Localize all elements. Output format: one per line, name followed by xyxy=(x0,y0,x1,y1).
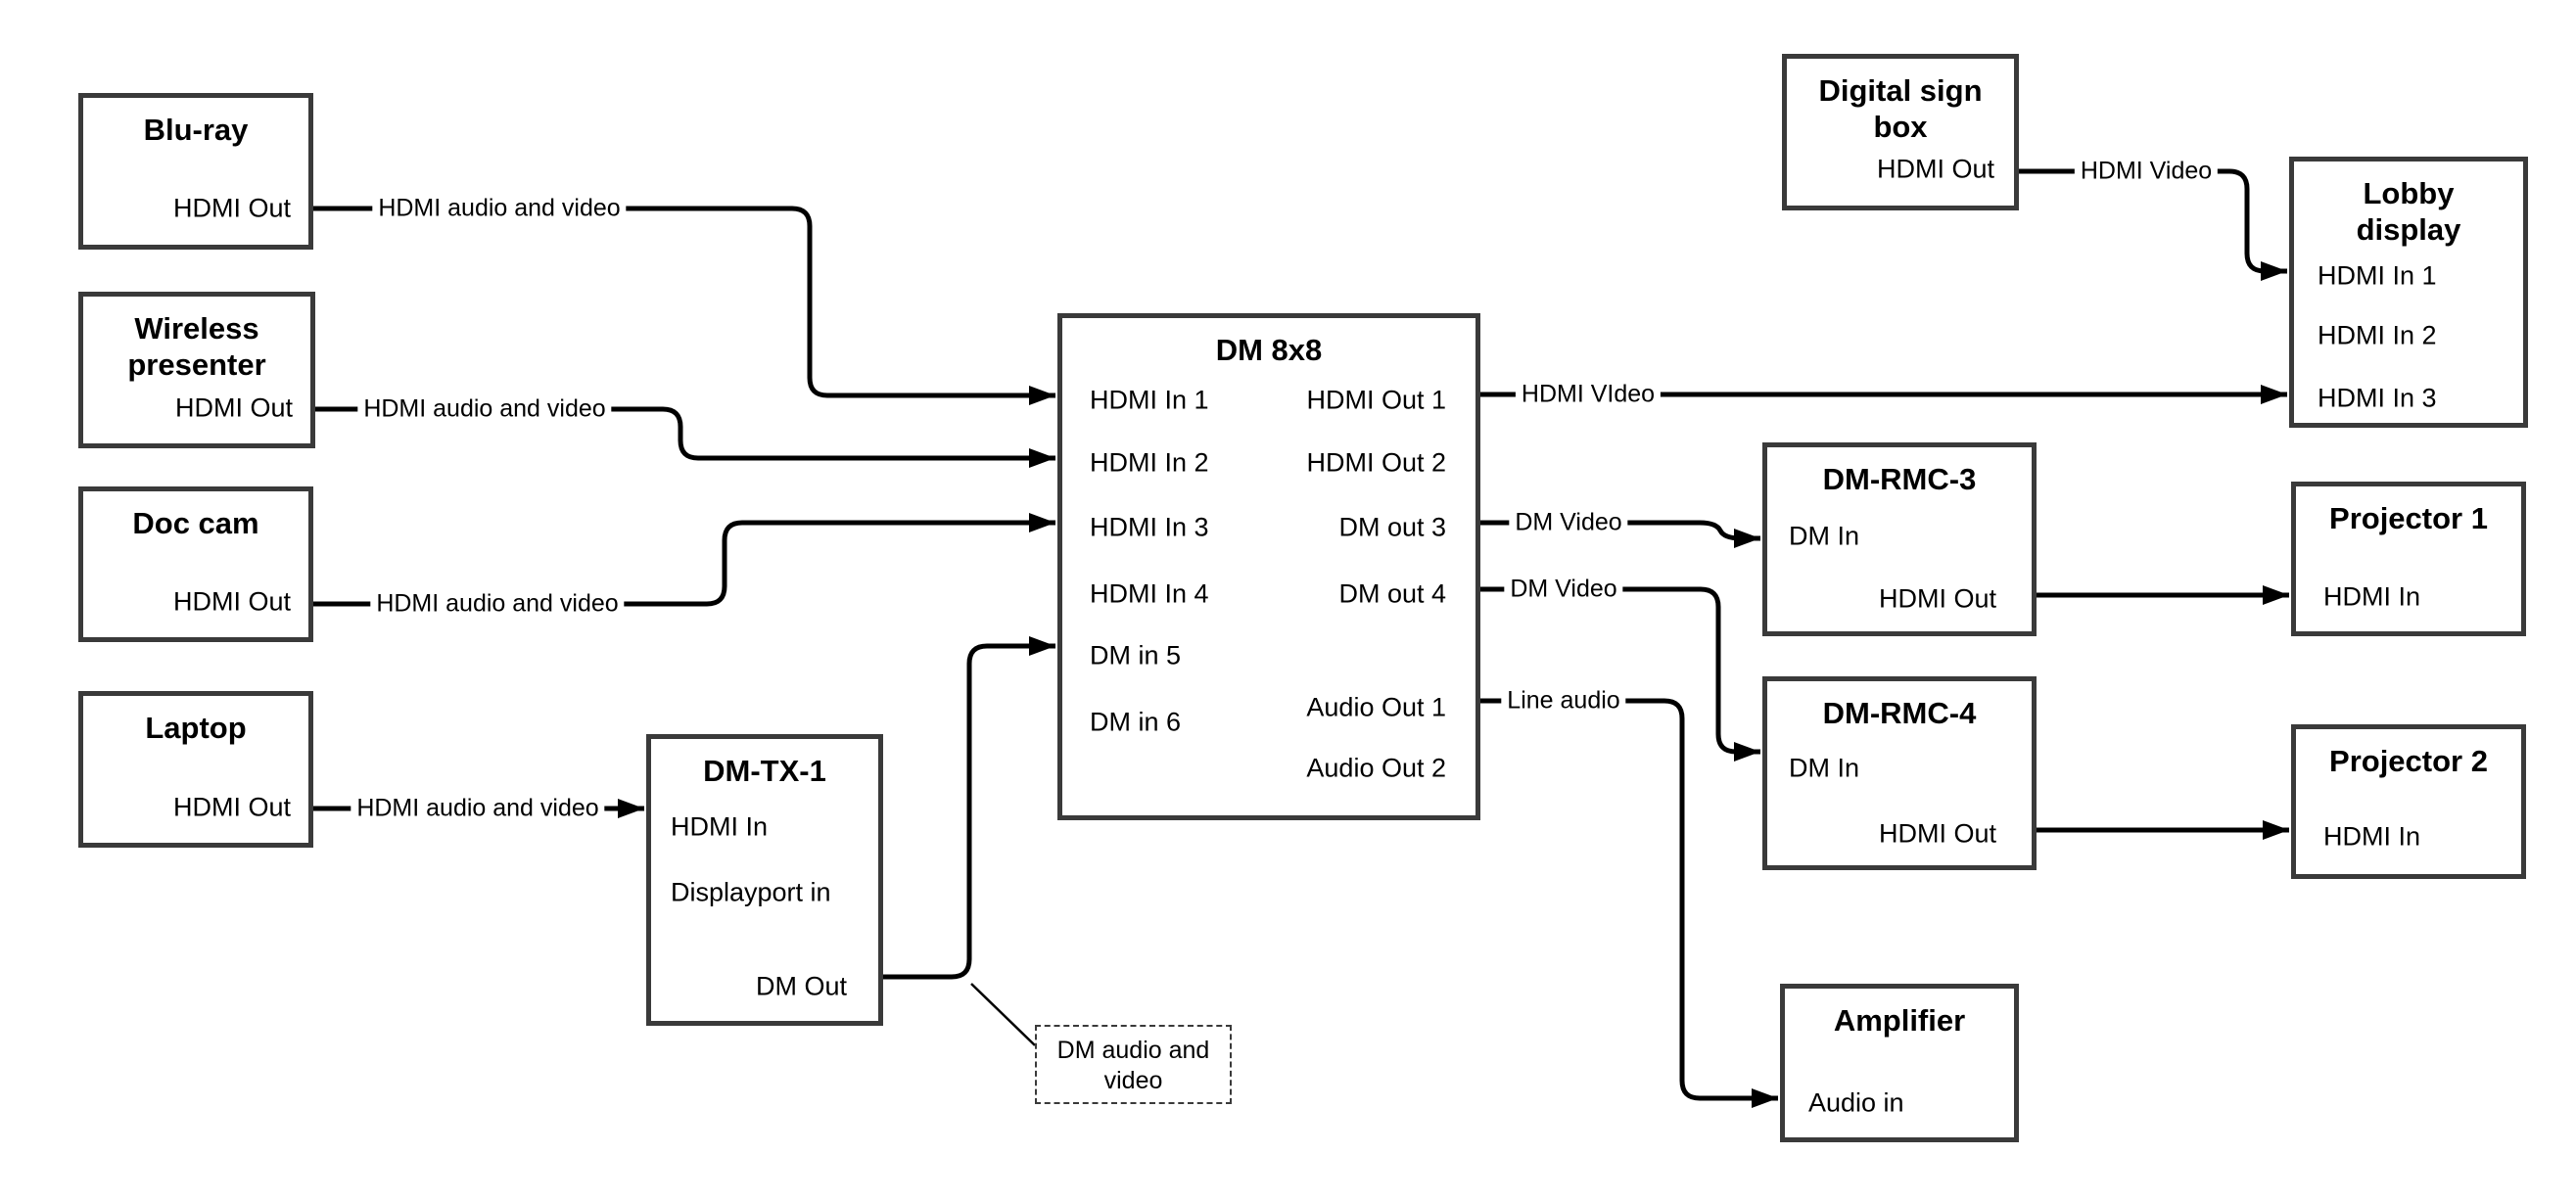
port-hdmi-in: HDMI In xyxy=(2323,821,2421,852)
port-hdmi-in: HDMI In xyxy=(2323,581,2421,612)
edge-label-dm-video-out3: DM Video xyxy=(1509,508,1628,537)
port-hdmi-out: HDMI Out xyxy=(172,586,291,617)
node-laptop: Laptop HDMI Out xyxy=(78,691,313,848)
node-wireless-presenter: Wireless presenter HDMI Out xyxy=(78,292,315,448)
connector-bluray-dm8x8 xyxy=(313,206,1055,405)
node-dm-tx-1: DM-TX-1 HDMI In Displayport in DM Out xyxy=(646,734,883,1026)
port-dm-out: DM Out xyxy=(755,971,847,1001)
edge-label-hdmi-video-out1: HDMI VIdeo xyxy=(1515,380,1662,409)
node-dm-8x8: DM 8x8 HDMI In 1 HDMI In 2 HDMI In 3 HDM… xyxy=(1057,313,1480,820)
node-title: Wireless presenter xyxy=(127,311,266,382)
node-bluray: Blu-ray HDMI Out xyxy=(78,93,313,250)
port-displayport-in: Displayport in xyxy=(671,877,831,907)
port-hdmi-in-4: HDMI In 4 xyxy=(1090,578,1209,609)
connector-doccam-dm8x8 xyxy=(313,513,1055,607)
edge-label-doccam: HDMI audio and video xyxy=(370,589,625,619)
node-projector-1: Projector 1 HDMI In xyxy=(2291,482,2526,636)
port-hdmi-in-1: HDMI In 1 xyxy=(2318,260,2437,291)
annotation-dm-audio-video: DM audio and video xyxy=(1035,1025,1232,1104)
port-hdmi-out: HDMI Out xyxy=(174,393,293,423)
edge-label-bluray: HDMI audio and video xyxy=(372,194,627,223)
node-amplifier: Amplifier Audio in xyxy=(1780,984,2019,1142)
node-dm-rmc-4: DM-RMC-4 DM In HDMI Out xyxy=(1762,676,2037,870)
connector-wireless-dm8x8 xyxy=(315,406,1055,468)
edge-label-laptop: HDMI audio and video xyxy=(351,794,605,823)
node-title: Amplifier xyxy=(1833,1003,1966,1038)
port-dm-in-5: DM in 5 xyxy=(1090,640,1182,670)
edge-label-wireless: HDMI audio and video xyxy=(357,394,612,424)
edge-label-dm-video-out4: DM Video xyxy=(1504,575,1623,604)
node-title: Laptop xyxy=(145,711,247,745)
node-doc-cam: Doc cam HDMI Out xyxy=(78,486,313,642)
port-audio-out-2: Audio Out 2 xyxy=(1306,753,1446,783)
node-title: DM 8x8 xyxy=(1215,333,1323,367)
port-hdmi-in-1: HDMI In 1 xyxy=(1090,385,1209,415)
port-hdmi-out: HDMI Out xyxy=(172,792,291,822)
port-hdmi-out: HDMI Out xyxy=(1878,583,1996,614)
port-dm-out-4: DM out 4 xyxy=(1338,578,1446,609)
port-dm-in: DM In xyxy=(1789,753,1860,783)
connector-dmtx1-dm8x8 xyxy=(883,636,1055,980)
connector-dm8x8-amp xyxy=(1480,698,1778,1108)
node-title: Lobby display xyxy=(2356,176,2461,247)
annotation-text: DM audio and video xyxy=(1056,1037,1210,1094)
node-dm-rmc-3: DM-RMC-3 DM In HDMI Out xyxy=(1762,442,2037,636)
node-title: Blu-ray xyxy=(143,113,249,147)
node-lobby-display: Lobby display HDMI In 1 HDMI In 2 HDMI I… xyxy=(2289,157,2528,428)
node-title: DM-TX-1 xyxy=(703,754,826,788)
port-hdmi-out: HDMI Out xyxy=(172,193,291,223)
node-title: Projector 2 xyxy=(2329,744,2488,778)
port-hdmi-out-2: HDMI Out 2 xyxy=(1306,447,1446,478)
node-title: Projector 1 xyxy=(2329,501,2488,535)
port-dm-in: DM In xyxy=(1789,521,1860,551)
connector-dm8x8-rmc3 xyxy=(1480,520,1760,548)
port-hdmi-in: HDMI In xyxy=(671,811,769,842)
note-leader-line xyxy=(970,983,1036,1046)
node-title: Digital sign box xyxy=(1818,73,1983,144)
node-title: DM-RMC-3 xyxy=(1822,462,1977,496)
port-audio-out-1: Audio Out 1 xyxy=(1306,692,1446,722)
port-hdmi-in-3: HDMI In 3 xyxy=(1090,512,1209,542)
port-hdmi-in-3: HDMI In 3 xyxy=(2318,383,2437,413)
port-hdmi-out: HDMI Out xyxy=(1876,154,1994,184)
edge-label-digitalsign: HDMI Video xyxy=(2074,157,2219,186)
port-hdmi-out: HDMI Out xyxy=(1878,818,1996,849)
port-hdmi-in-2: HDMI In 2 xyxy=(1090,447,1209,478)
port-dm-in-6: DM in 6 xyxy=(1090,707,1182,737)
connector-digitalsign-lobby xyxy=(2019,168,2287,281)
node-projector-2: Projector 2 HDMI In xyxy=(2291,724,2526,879)
port-dm-out-3: DM out 3 xyxy=(1338,512,1446,542)
node-title: Doc cam xyxy=(132,506,259,540)
node-title: DM-RMC-4 xyxy=(1822,696,1977,730)
port-audio-in: Audio in xyxy=(1808,1087,1904,1118)
port-hdmi-in-2: HDMI In 2 xyxy=(2318,320,2437,350)
connector-dm8x8-rmc4 xyxy=(1480,586,1760,762)
port-hdmi-out-1: HDMI Out 1 xyxy=(1306,385,1446,415)
edge-label-line-audio: Line audio xyxy=(1501,686,1626,716)
node-digital-sign-box: Digital sign box HDMI Out xyxy=(1782,54,2019,210)
